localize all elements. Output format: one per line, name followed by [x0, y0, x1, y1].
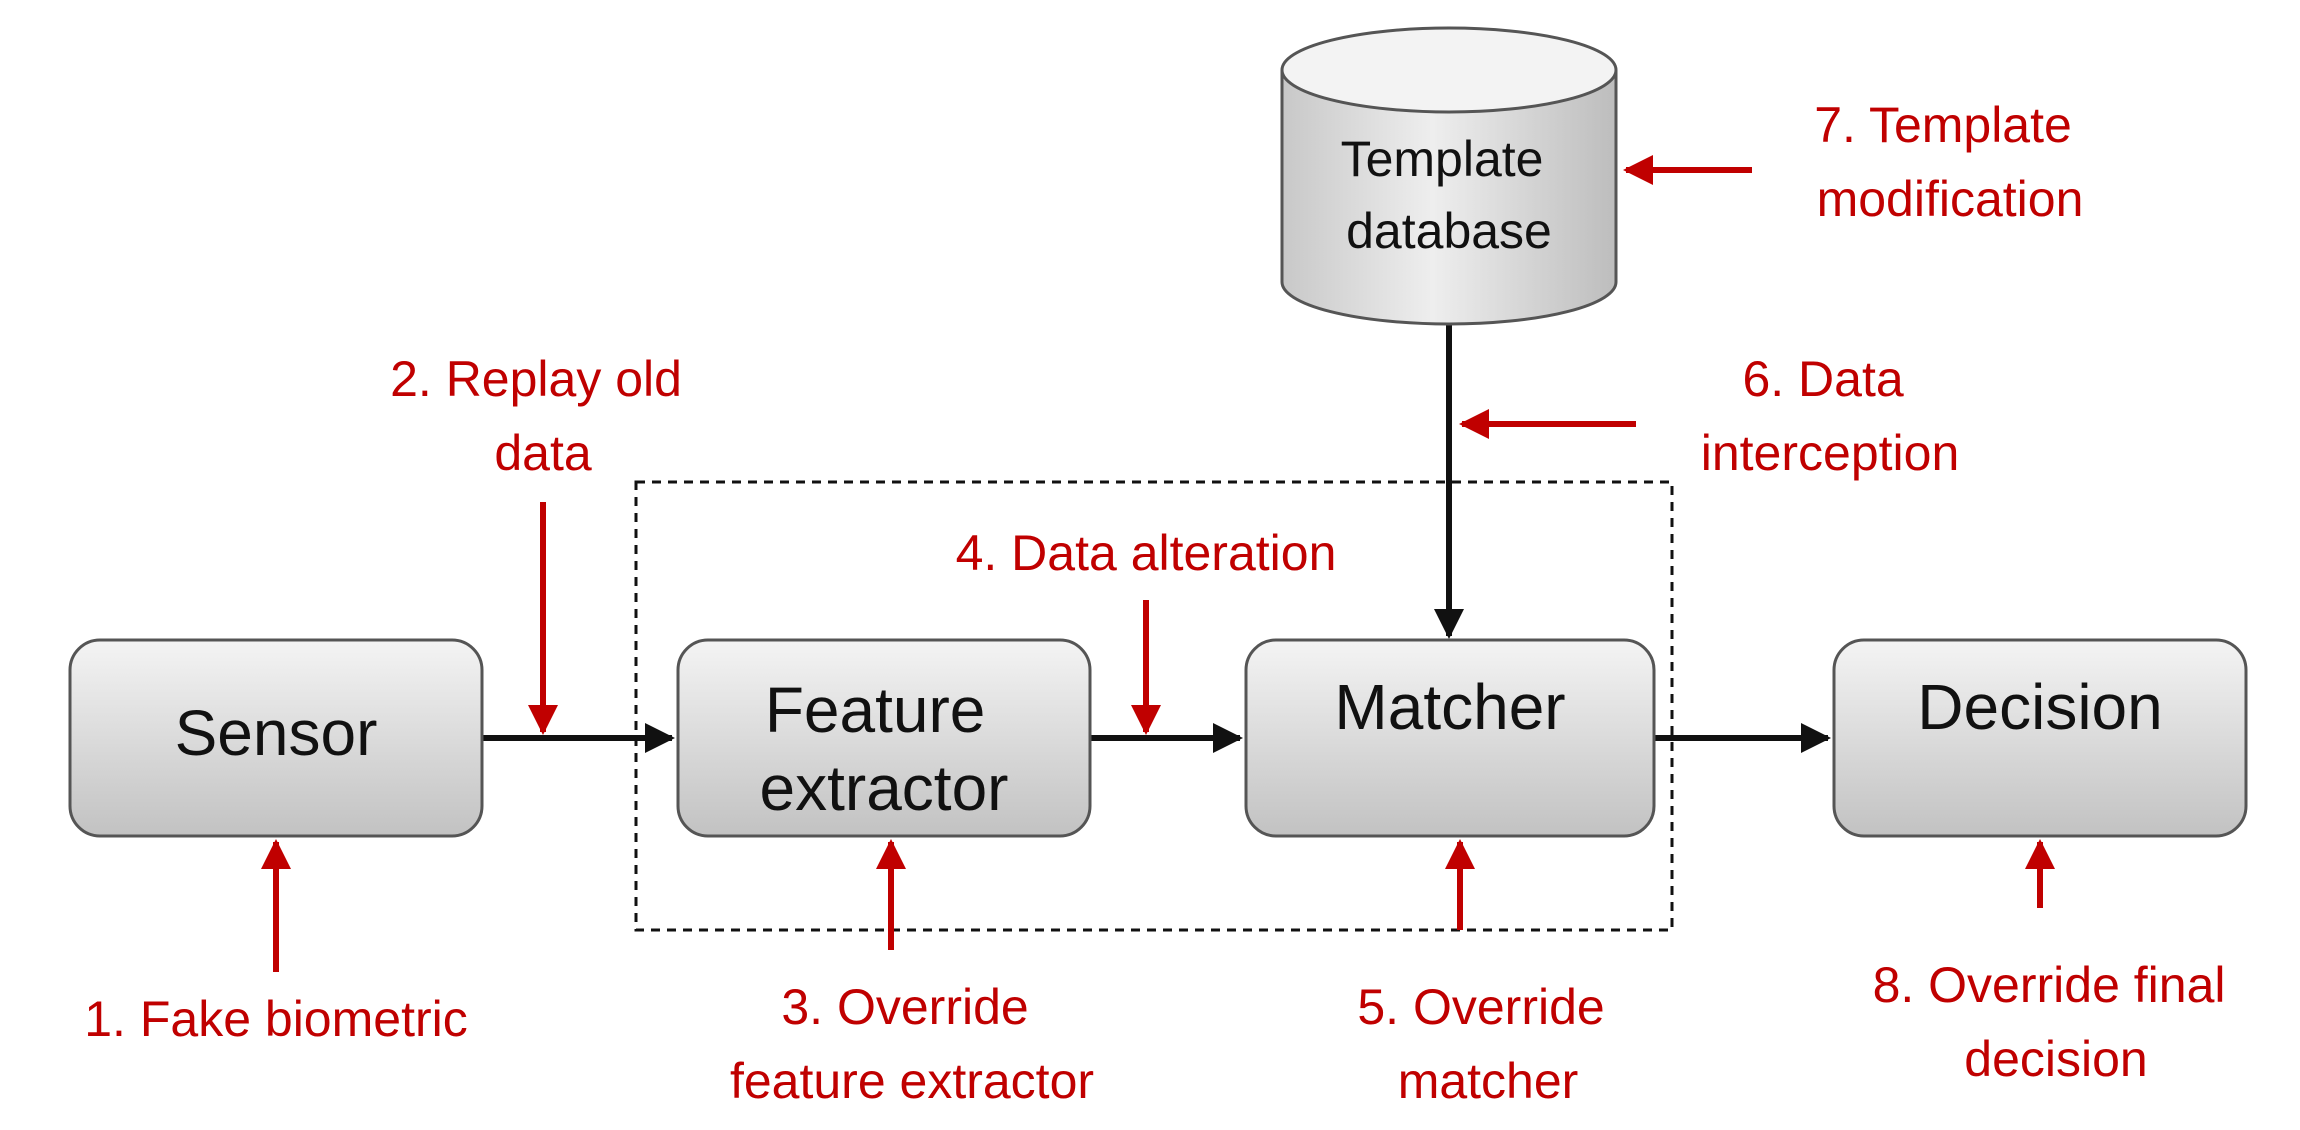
attack-label-3-line-2: feature extractor	[730, 1053, 1094, 1109]
attack-label-8-line-2: decision	[1964, 1031, 2147, 1087]
attack-label-7: 7. Template modification	[1814, 97, 2085, 227]
decision-box: Decision	[1832, 638, 2248, 838]
attack-label-1-line-1: 1. Fake biometric	[84, 991, 467, 1047]
attack-label-5: 5. Override matcher	[1357, 979, 1618, 1109]
attack-label-5-line-1: 5. Override	[1357, 979, 1604, 1035]
template-database-label: Template database	[1341, 131, 1558, 259]
feature-extractor-label-line-2: extractor	[760, 752, 1009, 824]
attack-label-2-line-1: 2. Replay old	[390, 351, 682, 407]
feature-extractor-label: Feature extractor	[760, 674, 1009, 824]
processing-boundary	[634, 480, 1674, 932]
attack-label-1: 1. Fake biometric	[84, 991, 467, 1047]
feature-extractor-label-line-1: Feature	[765, 674, 986, 746]
template-database-cylinder: Template database	[1280, 26, 1618, 326]
feature-extractor-box: Feature extractor	[676, 638, 1092, 838]
attack-label-4: 4. Data alteration	[956, 525, 1337, 581]
attack-label-8: 8. Override final decision	[1873, 957, 2240, 1087]
attack-label-6-line-2: interception	[1701, 425, 1960, 481]
attack-label-8-line-1: 8. Override final	[1873, 957, 2226, 1013]
attack-label-4-line-1: 4. Data alteration	[956, 525, 1337, 581]
attack-label-7-line-2: modification	[1817, 171, 2084, 227]
decision-label: Decision	[1917, 671, 2162, 743]
sensor-label: Sensor	[175, 697, 378, 769]
matcher-box: Matcher	[1244, 638, 1656, 838]
attack-label-6-line-1: 6. Data	[1742, 351, 1903, 407]
attack-label-7-line-1: 7. Template	[1814, 97, 2072, 153]
template-database-label-line-1: Template	[1341, 131, 1544, 187]
sensor-box: Sensor	[68, 638, 484, 838]
attack-label-2: 2. Replay old data	[390, 351, 696, 481]
attack-label-2-line-2: data	[494, 425, 592, 481]
attack-label-6: 6. Data interception	[1701, 351, 1960, 481]
matcher-label: Matcher	[1334, 671, 1565, 743]
attack-label-5-line-2: matcher	[1398, 1053, 1579, 1109]
template-database-label-line-2: database	[1346, 203, 1552, 259]
attack-label-3: 3. Override feature extractor	[730, 979, 1094, 1109]
attack-label-3-line-1: 3. Override	[781, 979, 1028, 1035]
